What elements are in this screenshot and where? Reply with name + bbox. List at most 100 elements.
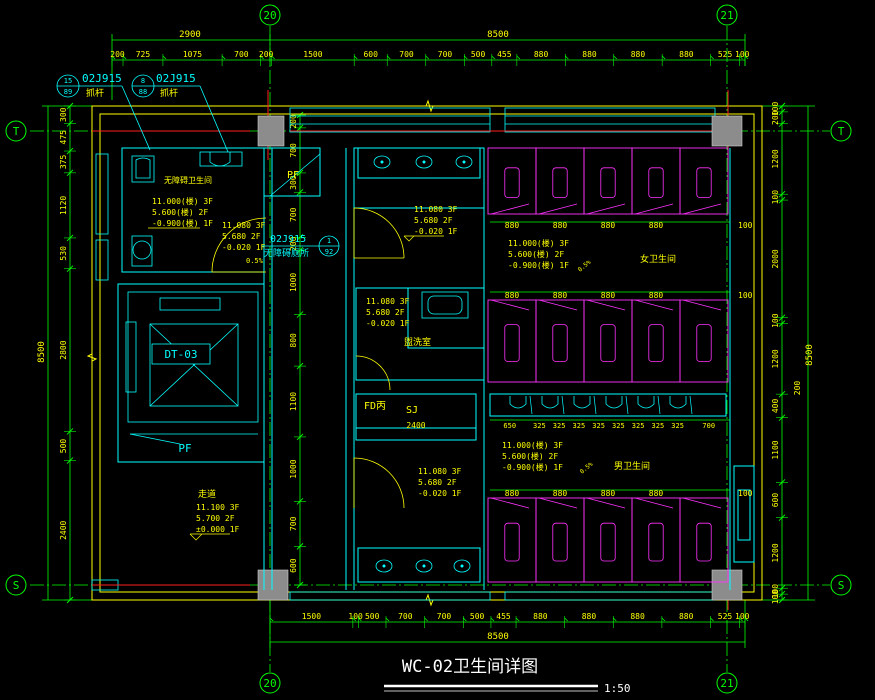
ref3-label: 无障碍厕所: [264, 247, 309, 259]
bottom-dim-tick: [358, 617, 362, 622]
stall-dim-label: 880: [553, 291, 568, 300]
bottom-dim-label: 1500: [302, 612, 321, 621]
accessible-sidebar: [95, 153, 109, 281]
elev-marker-corridor: [189, 533, 230, 541]
stall-dim-label: 100: [738, 221, 753, 230]
columns: [257, 115, 743, 601]
urinals: [509, 395, 693, 415]
bottom-dim-label: 880: [533, 612, 548, 621]
elev-washroom-2: 5.680 2F: [366, 308, 405, 317]
top-dim-tick: [260, 55, 264, 60]
elev-female-3: -0.900(楼) 1F: [508, 260, 569, 270]
stall-dim-label: 880: [601, 489, 616, 498]
left-dim-tick: [66, 428, 74, 435]
right-dim-label: 1100: [771, 440, 780, 459]
left-dim-tick: [66, 169, 74, 177]
svg-text:S: S: [838, 579, 845, 592]
right-dim-label: 400: [771, 399, 780, 414]
stall-dim-label: 880: [505, 489, 520, 498]
right-dim-label: 100: [771, 590, 780, 605]
right-dim-tick: [778, 390, 786, 398]
fd-label: FD丙: [364, 401, 386, 412]
elev-accessible-1: 11.000(楼) 3F: [152, 196, 213, 206]
svg-text:20: 20: [263, 9, 276, 22]
elev-washroom-1: 11.080 3F: [366, 297, 410, 306]
right-dim-labels: 1002001200100200010012004001100600120010…: [771, 102, 780, 605]
elev-marker-lobby-top: [403, 235, 444, 242]
ref2-leader: [199, 85, 229, 153]
inner-dim-label: 1000: [289, 459, 298, 478]
ref1-code: 02J915: [82, 72, 122, 85]
top-dim-label: 1075: [183, 50, 202, 59]
bottom-dim-tick: [564, 617, 568, 622]
elev-corridor-1: 11.100 3F: [196, 503, 240, 512]
bottom-dim-label: 880: [582, 612, 597, 621]
bottom-dim-tick: [269, 617, 274, 622]
elev-door-a-1: 11.080 3F: [222, 221, 266, 230]
right-dim-tick: [778, 590, 786, 598]
top-dim-tick: [271, 55, 275, 60]
stall-dim-label: 880: [553, 221, 568, 230]
top-dim-tick: [516, 55, 521, 60]
top-dim-label: 200: [259, 50, 274, 59]
left-dim-tick: [66, 265, 74, 273]
svg-text:S: S: [13, 579, 20, 592]
urinal-dim-label: 325: [671, 422, 684, 430]
sink: [415, 155, 433, 169]
left-dim-tick: [66, 120, 74, 127]
inner-dim-tick: [296, 362, 304, 370]
sink: [415, 559, 433, 573]
elev-washroom-3: -0.020 1F: [366, 319, 410, 328]
left-dim-tick: [66, 147, 74, 155]
right-dim-label: 1200: [771, 149, 780, 168]
stall-dim-label: 880: [553, 489, 568, 498]
elev-accessible-2: 5.600(楼) 2F: [152, 207, 208, 217]
elev-lobby-bottom-2: 5.680 2F: [418, 478, 457, 487]
urinal-dim-label: 325: [652, 422, 665, 430]
ref-bubble-1: [56, 74, 122, 98]
right-dim-label: 100: [771, 102, 780, 117]
top-dim-label: 880: [582, 50, 597, 59]
room-label-corridor: 走道: [198, 488, 216, 500]
ref2-code: 02J915: [156, 72, 196, 85]
left-dim-tick: [66, 234, 74, 242]
right-dim-tick: [778, 514, 786, 521]
top-dim-tick: [744, 55, 749, 60]
urinal-dim-label: 325: [592, 422, 605, 430]
stall-dim-label: 880: [649, 489, 664, 498]
svg-text:20: 20: [263, 677, 276, 690]
top-dim-tick: [565, 55, 569, 60]
room-label-male: 男卫生间: [614, 460, 650, 472]
stall-dim-label: 880: [505, 221, 520, 230]
inner-dim-tick: [296, 124, 304, 132]
center-doors: [353, 207, 405, 509]
inner-dim-label: 1000: [289, 273, 298, 292]
accessible-toilet-fixtures: [131, 151, 267, 273]
elev-corridor-3: ±0.000 1F: [196, 525, 240, 534]
top-dim-tick: [162, 55, 167, 60]
bottom-dim-tick: [710, 617, 714, 622]
right-dim-tick: [778, 414, 786, 422]
inner-dim-label: 700: [289, 516, 298, 531]
inner-dim-tick: [296, 543, 304, 550]
urinal: [669, 395, 693, 415]
dt-label: DT-03: [164, 348, 197, 361]
inner-dim-label: 700: [289, 143, 298, 158]
sj-label: SJ: [406, 405, 418, 416]
toilet-stall: [487, 497, 537, 583]
urinal-dim-label: 325: [612, 422, 625, 430]
right-dim-label: 100: [771, 313, 780, 328]
bottom-dim-label: 525: [718, 612, 733, 621]
right-dim-label: 600: [771, 493, 780, 508]
stall-dim-label: 880: [649, 291, 664, 300]
right-dim-tick: [778, 596, 786, 604]
axis-bubble-21-bottom: 21: [716, 672, 738, 694]
top-dim-label: 525: [718, 50, 733, 59]
top-dim-tick: [463, 55, 468, 60]
inner-dim-label: 700: [289, 207, 298, 222]
top-dim-left-total: 2900: [179, 30, 201, 40]
axis-bubble-20-top: 20: [259, 4, 281, 26]
